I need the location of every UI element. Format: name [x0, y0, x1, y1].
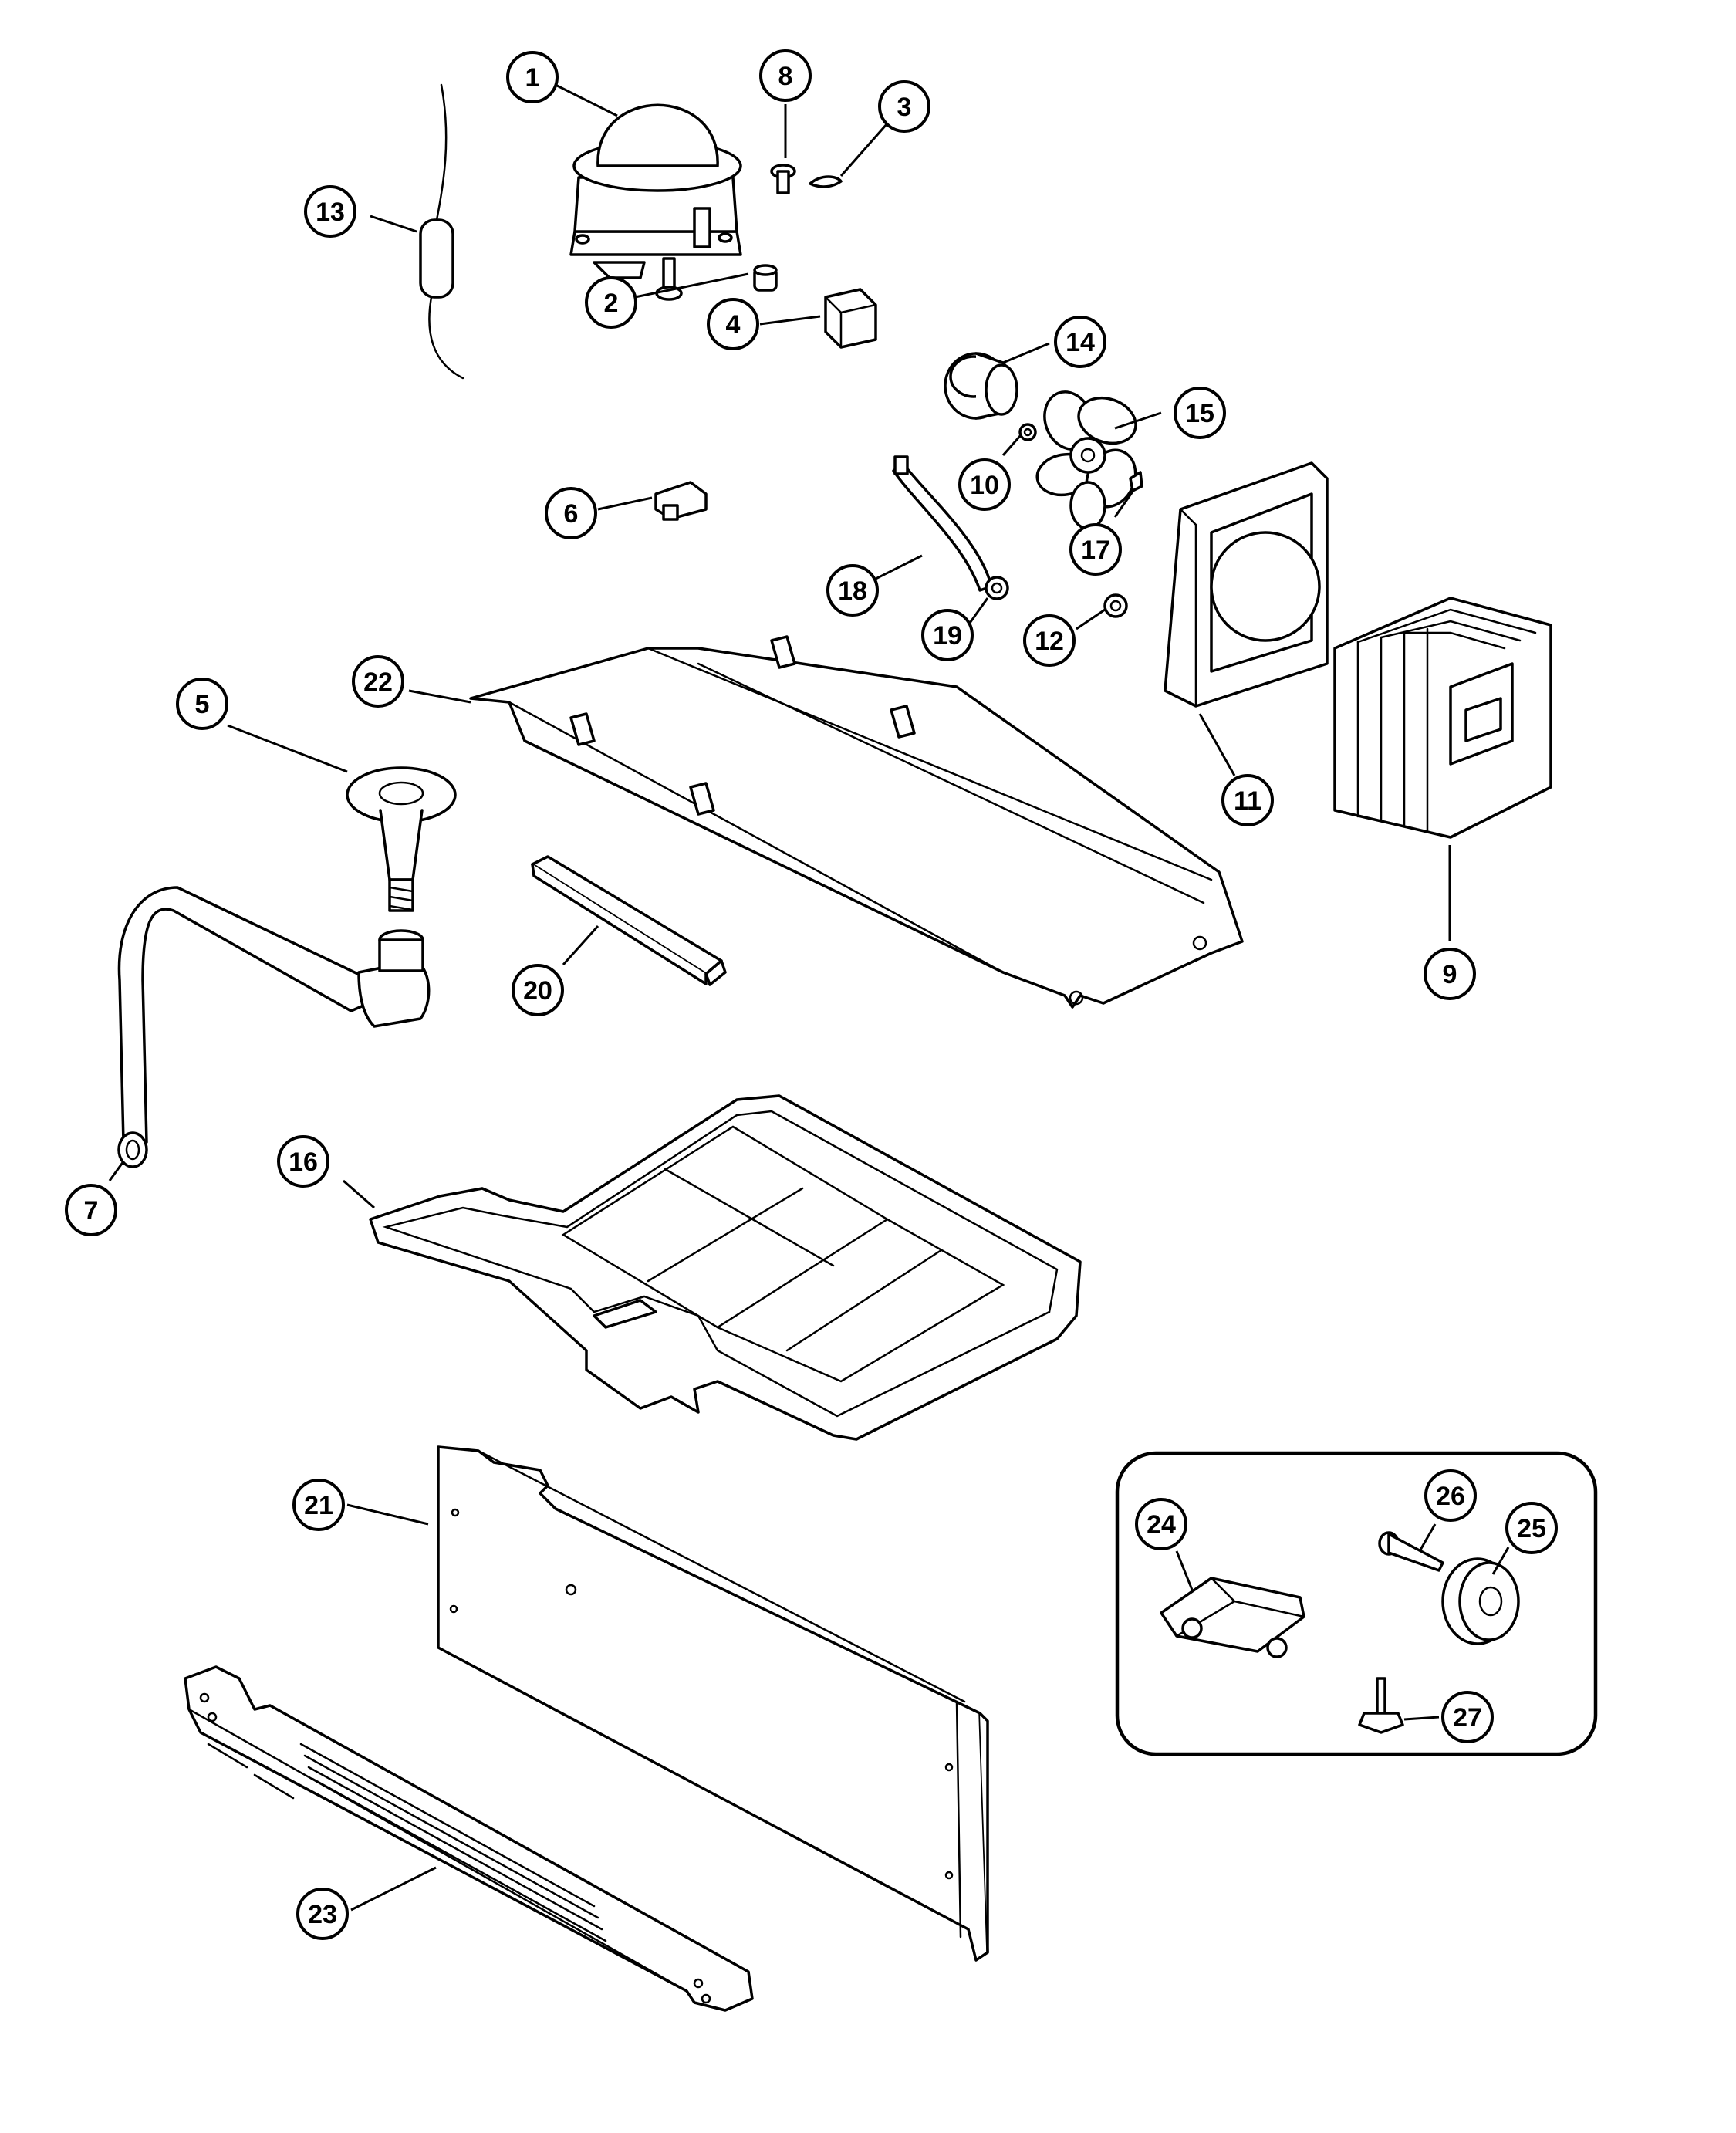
svg-text:1: 1 — [525, 63, 540, 93]
callout-24: 24 — [1135, 1498, 1187, 1550]
svg-text:13: 13 — [316, 198, 345, 227]
condenser-icon — [1333, 597, 1552, 839]
svg-text:7: 7 — [84, 1196, 99, 1225]
svg-text:3: 3 — [897, 93, 912, 122]
svg-text:25: 25 — [1517, 1514, 1546, 1543]
svg-text:23: 23 — [308, 1900, 337, 1929]
callout-7: 7 — [65, 1184, 117, 1236]
svg-text:14: 14 — [1066, 328, 1095, 357]
drain-tube-icon — [117, 886, 431, 1168]
callout-4: 4 — [707, 298, 759, 350]
svg-text:22: 22 — [363, 668, 393, 697]
drier-icon — [419, 83, 464, 380]
clip-icon — [1129, 471, 1143, 492]
inset-frame — [1115, 1451, 1598, 1756]
svg-text:26: 26 — [1436, 1482, 1465, 1511]
callout-15: 15 — [1174, 387, 1226, 439]
callout-6: 6 — [545, 487, 597, 539]
callout-22: 22 — [352, 655, 404, 708]
compressor-icon — [569, 103, 742, 301]
roller-bracket-icon — [1160, 1577, 1305, 1658]
overload-icon — [654, 481, 708, 521]
fan-shroud-icon — [1164, 461, 1329, 708]
callout-27: 27 — [1441, 1691, 1494, 1743]
leveling-leg-icon — [1358, 1677, 1404, 1734]
svg-text:20: 20 — [523, 976, 552, 1006]
callout-9: 9 — [1424, 948, 1476, 1000]
fan-motor-icon — [944, 352, 1018, 420]
svg-text:4: 4 — [726, 310, 741, 340]
svg-text:18: 18 — [838, 576, 867, 606]
svg-text:27: 27 — [1453, 1703, 1482, 1732]
callout-26: 26 — [1424, 1469, 1477, 1522]
callout-16: 16 — [277, 1135, 329, 1188]
callout-11: 11 — [1221, 774, 1274, 826]
callout-19: 19 — [921, 609, 974, 661]
svg-text:9: 9 — [1443, 960, 1457, 989]
svg-text:24: 24 — [1147, 1510, 1176, 1540]
svg-text:2: 2 — [604, 289, 619, 318]
callout-25: 25 — [1505, 1502, 1558, 1554]
callout-12: 12 — [1023, 614, 1076, 667]
fan-blade-icon — [1035, 390, 1137, 530]
svg-text:11: 11 — [1234, 786, 1261, 816]
grommet-icon — [985, 576, 1009, 600]
clip-icon — [809, 175, 843, 188]
callout-13: 13 — [304, 185, 356, 238]
wheel-icon — [1441, 1557, 1520, 1645]
callout-14: 14 — [1054, 316, 1106, 368]
motor-bracket-icon — [892, 455, 993, 592]
callout-21: 21 — [292, 1479, 345, 1531]
drain-funnel-icon — [346, 766, 457, 912]
svg-text:12: 12 — [1035, 627, 1064, 656]
svg-text:19: 19 — [933, 621, 962, 651]
callout-1: 1 — [506, 51, 559, 103]
callout-18: 18 — [826, 564, 879, 617]
svg-text:8: 8 — [778, 62, 793, 91]
svg-text:6: 6 — [564, 499, 579, 529]
channel-icon — [531, 855, 727, 986]
svg-text:5: 5 — [195, 690, 210, 719]
nut-icon — [1018, 423, 1037, 441]
callout-5: 5 — [176, 678, 228, 730]
grommet-icon — [1103, 593, 1128, 618]
callout-23: 23 — [296, 1888, 349, 1940]
svg-text:17: 17 — [1081, 536, 1110, 565]
callout-8: 8 — [759, 49, 812, 102]
leader-lines — [108, 83, 1510, 1912]
axle-bolt-icon — [1378, 1531, 1444, 1572]
relay-icon — [824, 288, 877, 349]
callout-20: 20 — [512, 964, 564, 1016]
screw-icon — [770, 164, 796, 194]
callout-17: 17 — [1069, 523, 1122, 576]
base-plate-icon — [469, 635, 1244, 1009]
toe-grille-icon — [184, 1665, 754, 2012]
rear-panel-icon — [437, 1445, 989, 1962]
svg-text:16: 16 — [289, 1148, 318, 1177]
drain-pan-icon — [369, 1094, 1082, 1441]
callout-3: 3 — [878, 80, 930, 133]
svg-text:21: 21 — [304, 1491, 333, 1520]
grommet-icon — [753, 264, 778, 292]
svg-text:10: 10 — [970, 471, 999, 500]
callout-10: 10 — [958, 458, 1011, 511]
svg-text:15: 15 — [1185, 399, 1214, 428]
callout-2: 2 — [585, 276, 637, 329]
